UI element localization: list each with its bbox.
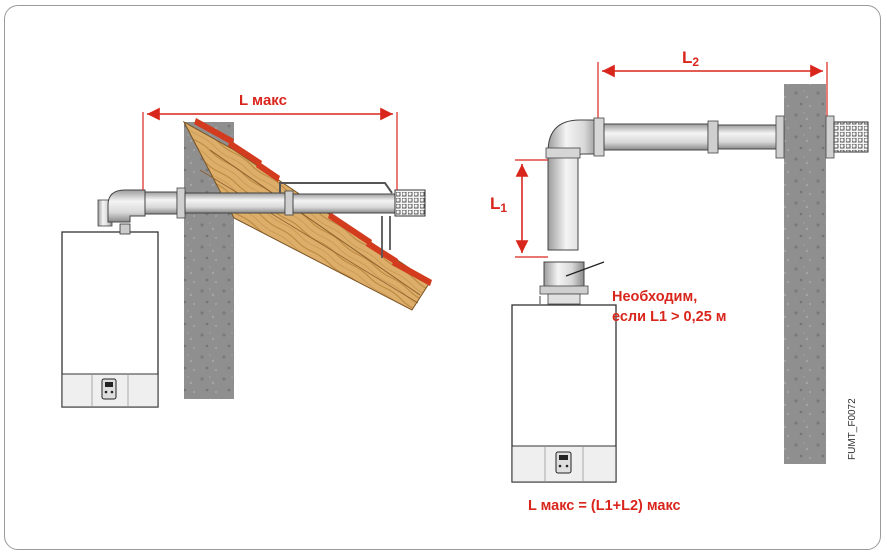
l2-label: L2 — [682, 48, 699, 69]
right-terminal-grille — [833, 121, 869, 153]
roof-tiles — [194, 118, 432, 286]
left-terminal-grille — [394, 189, 426, 217]
l2-dimension — [597, 62, 828, 124]
right-wall — [784, 84, 826, 464]
l-max-dimension — [142, 107, 398, 190]
l-max-formula: L макс = (L1+L2) макс — [528, 498, 681, 514]
figure-code: FUMT_F0072 — [847, 398, 858, 460]
l1-dimension — [515, 159, 548, 258]
l1-label: L1 — [490, 194, 507, 215]
left-flue-pipe — [97, 182, 426, 258]
note-line-2: если L1 > 0,25 м — [612, 309, 727, 325]
left-boiler — [61, 223, 159, 408]
condensate-adapter — [539, 261, 605, 305]
note-line-1: Необходим, — [612, 289, 697, 305]
right-horizontal-pipe — [545, 115, 869, 251]
diagram-frame — [4, 5, 881, 550]
l-max-label: L макс — [239, 92, 287, 109]
right-boiler — [511, 304, 617, 483]
